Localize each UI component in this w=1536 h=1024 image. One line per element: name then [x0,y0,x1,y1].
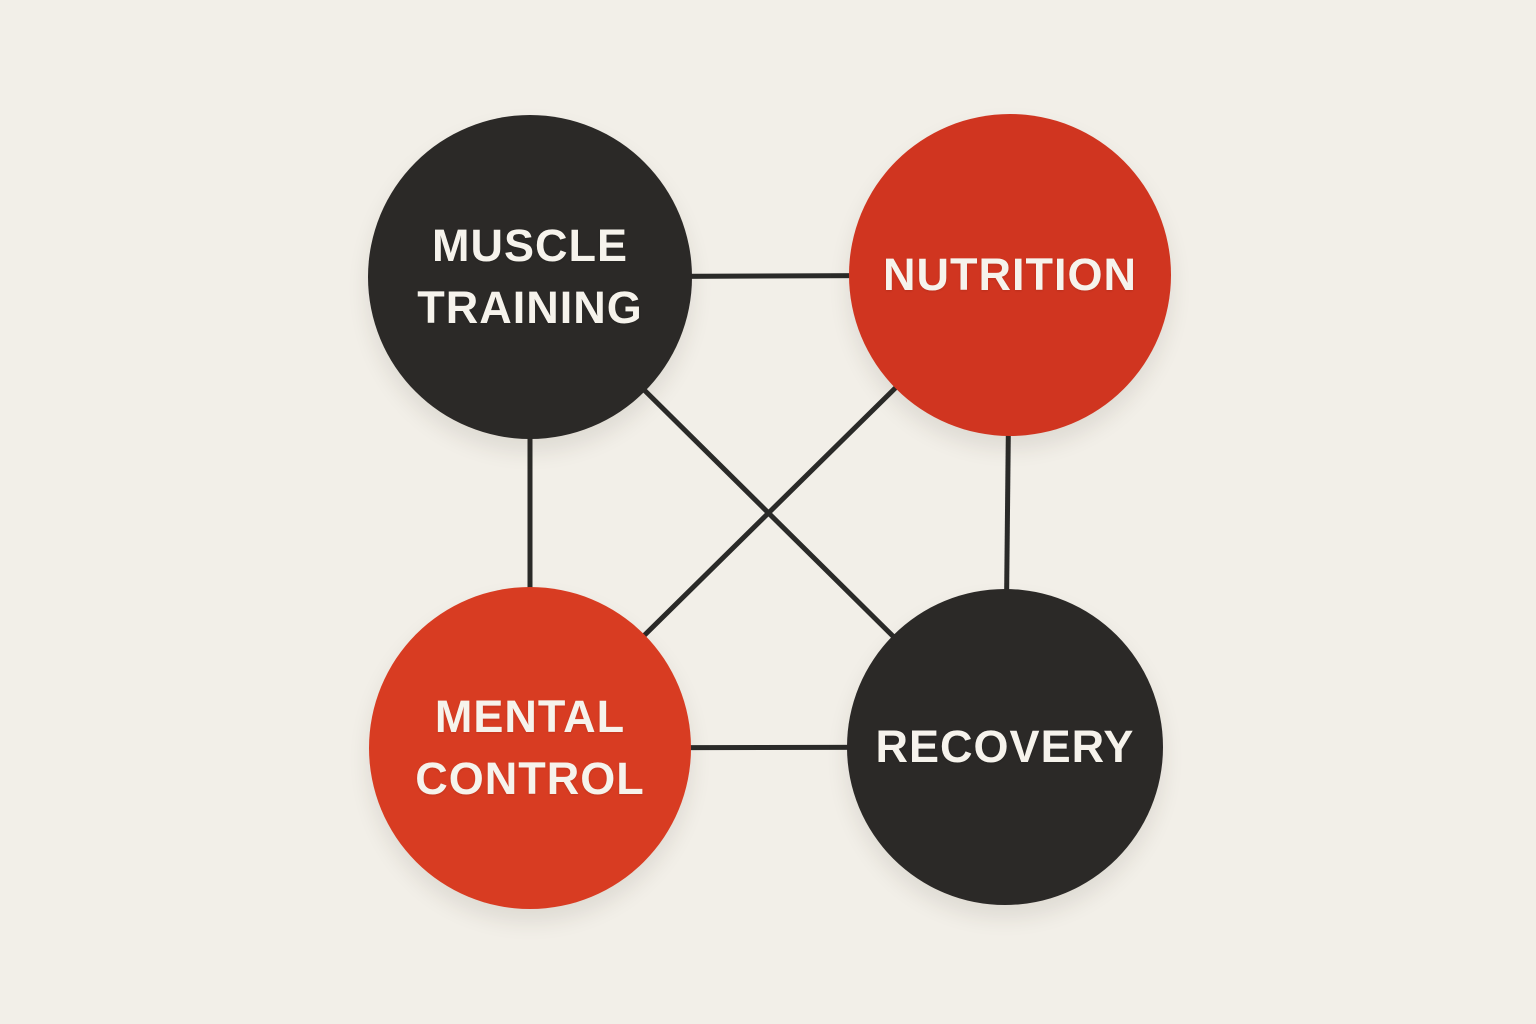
node-mental-control-label: MENTAL [434,691,626,742]
node-muscle-training-label: MUSCLE [432,220,628,271]
node-muscle-training: MUSCLE TRAINING [368,115,692,439]
node-muscle-training-label: TRAINING [417,282,643,333]
node-mental-control: MENTAL CONTROL [369,587,691,909]
node-nutrition-label: NUTRITION [883,249,1137,300]
node-nutrition: NUTRITION [849,114,1171,436]
node-mental-control-label: CONTROL [415,753,645,804]
node-recovery: RECOVERY [847,589,1163,905]
node-recovery-label: RECOVERY [875,721,1135,772]
